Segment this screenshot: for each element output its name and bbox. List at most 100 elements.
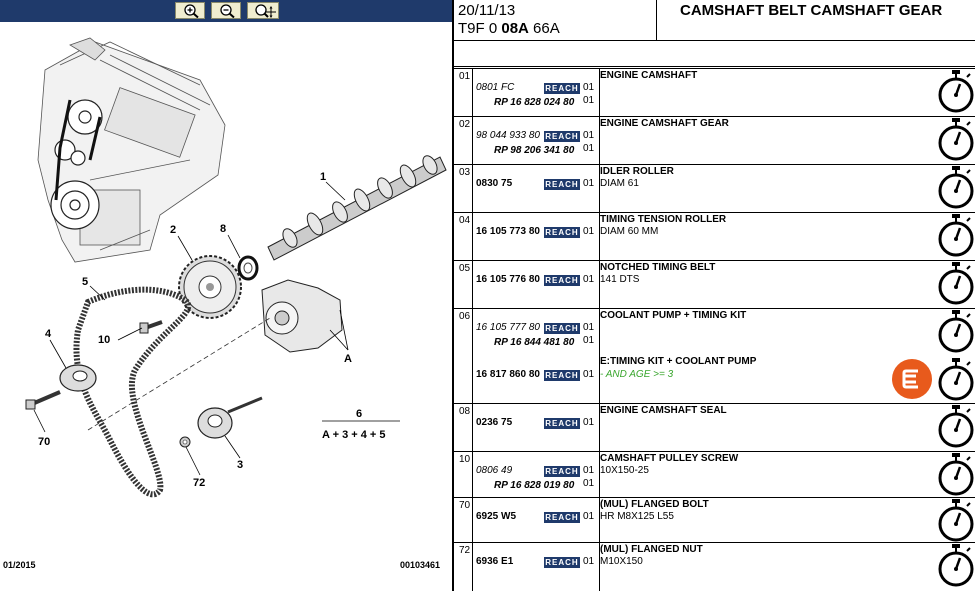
- part-reference[interactable]: 16 105 773 80: [476, 226, 540, 237]
- stopwatch-icon[interactable]: [938, 498, 975, 544]
- zoom-fit-button[interactable]: [247, 2, 279, 19]
- camshaft-gear-part: [178, 255, 242, 319]
- row-number: 08: [459, 406, 471, 417]
- labour-time-icon: [938, 70, 974, 113]
- column-divider: [472, 452, 473, 497]
- part-reference[interactable]: 16 105 776 80: [476, 274, 540, 285]
- quantity: 01: [583, 322, 595, 333]
- part-reference[interactable]: 98 044 933 80: [476, 130, 540, 141]
- stopwatch-icon[interactable]: [938, 261, 975, 307]
- stopwatch-icon[interactable]: [938, 165, 975, 211]
- part-reference[interactable]: 6936 E1: [476, 556, 514, 567]
- reach-badge[interactable]: REACH: [544, 131, 580, 142]
- row-number: 05: [459, 263, 471, 274]
- part-reference[interactable]: 0236 75: [476, 417, 513, 428]
- part-reference[interactable]: 0801 FC: [476, 82, 515, 93]
- part-reference[interactable]: 6925 W5: [476, 511, 517, 522]
- header-divider: [656, 0, 657, 40]
- column-divider: [472, 404, 473, 451]
- column-divider: [472, 498, 473, 542]
- replacement-reference[interactable]: RP 16 828 024 80: [494, 97, 575, 108]
- stopwatch-icon[interactable]: [938, 404, 975, 450]
- column-divider: [599, 69, 600, 116]
- part-reference[interactable]: 16 105 777 80: [476, 322, 540, 333]
- stopwatch-icon[interactable]: [938, 309, 975, 355]
- part-detail: 10X150-25: [600, 465, 649, 476]
- page-title: CAMSHAFT BELT CAMSHAFT GEAR: [680, 2, 943, 19]
- column-divider: [599, 498, 600, 542]
- reach-badge[interactable]: REACH: [544, 557, 580, 568]
- replacement-reference[interactable]: RP 16 844 481 80: [494, 337, 575, 348]
- quantity: 01: [583, 417, 595, 428]
- row-number: 01: [459, 71, 471, 82]
- labour-time-icon: [938, 166, 974, 209]
- callout-4: 4: [45, 328, 52, 340]
- replacement-reference[interactable]: RP 98 206 341 80: [494, 145, 575, 156]
- reach-badge[interactable]: REACH: [544, 370, 580, 381]
- quantity: 01: [583, 556, 595, 567]
- header-date: 20/11/13: [458, 2, 516, 19]
- diagram-date: 01/2015: [3, 560, 36, 570]
- camshaft-seal-part: [237, 255, 259, 281]
- stopwatch-icon[interactable]: [938, 213, 975, 259]
- part-detail: 141 DTS: [600, 274, 640, 285]
- replacement-reference[interactable]: RP 16 828 019 80: [494, 480, 575, 491]
- part-description: ENGINE CAMSHAFT GEAR: [600, 118, 729, 129]
- row-number: 72: [459, 545, 471, 556]
- zoom-out-button[interactable]: [211, 2, 241, 19]
- stopwatch-icon[interactable]: [938, 357, 975, 403]
- part-description: (MUL) FLANGED NUT: [600, 544, 703, 555]
- reach-badge[interactable]: REACH: [544, 227, 580, 238]
- column-divider: [472, 165, 473, 212]
- header-rule: [454, 40, 975, 41]
- reach-badge[interactable]: REACH: [544, 179, 580, 190]
- reach-badge[interactable]: REACH: [544, 83, 580, 94]
- diagram-number: 00103461: [400, 560, 441, 570]
- column-divider: [599, 404, 600, 451]
- timing-belt-part: [73, 286, 192, 498]
- quantity: 01: [583, 178, 595, 189]
- stopwatch-icon[interactable]: [938, 69, 975, 115]
- part-reference[interactable]: 16 817 860 80: [476, 369, 540, 380]
- quantity: 01: [583, 143, 595, 154]
- quantity: 01: [583, 335, 595, 346]
- flanged-nut-part: [179, 436, 191, 448]
- column-divider: [599, 213, 600, 260]
- reach-badge[interactable]: REACH: [544, 275, 580, 286]
- zoom-in-button[interactable]: [175, 2, 205, 19]
- reach-badge[interactable]: REACH: [544, 418, 580, 429]
- row-number: 70: [459, 500, 471, 511]
- labour-time-icon: [938, 214, 974, 257]
- stopwatch-icon[interactable]: [938, 543, 975, 589]
- part-description: ENGINE CAMSHAFT: [600, 70, 698, 81]
- quantity: 01: [583, 82, 595, 93]
- stopwatch-icon[interactable]: [938, 117, 975, 163]
- column-divider: [599, 543, 600, 591]
- e-kit-icon[interactable]: [892, 359, 932, 399]
- callout-5: 5: [82, 276, 88, 288]
- labour-time-icon: [938, 118, 974, 161]
- part-reference[interactable]: 0830 75: [476, 178, 513, 189]
- reach-badge[interactable]: REACH: [544, 323, 580, 334]
- labour-time-icon: [938, 262, 974, 305]
- column-divider: [472, 543, 473, 591]
- labour-time-icon: [938, 499, 974, 542]
- reach-badge[interactable]: REACH: [544, 466, 580, 477]
- labour-time-icon: [938, 310, 974, 353]
- reach-badge[interactable]: REACH: [544, 512, 580, 523]
- stopwatch-icon[interactable]: [938, 452, 975, 498]
- labour-time-icon: [938, 405, 974, 448]
- pulley-screw-part: [139, 320, 163, 334]
- row-number: 10: [459, 454, 471, 465]
- part-reference[interactable]: 0806 49: [476, 465, 513, 476]
